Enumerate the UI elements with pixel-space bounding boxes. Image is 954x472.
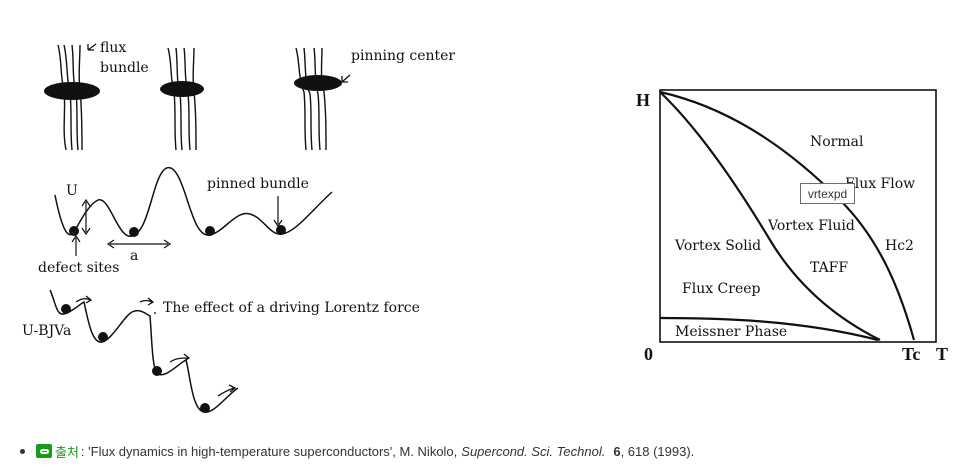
a-label: a: [130, 248, 138, 264]
citation-title: 'Flux dynamics in high-temperature super…: [88, 443, 458, 459]
pinned-bundle-label: pinned bundle: [207, 176, 309, 192]
normal-region-label: Normal: [810, 134, 864, 150]
tooltip: vrtexpd: [800, 183, 855, 204]
figure-canvas: flux bundle pinning center U pinned bund…: [22, 40, 948, 413]
bundle-label: bundle: [100, 60, 149, 76]
taff-region-label: TAFF: [810, 260, 848, 276]
flux-flow-region-label: Flux Flow: [845, 176, 915, 192]
pinning-center-label: pinning center: [351, 48, 455, 64]
pinned-balls: [69, 225, 286, 237]
tc-label: Tc: [902, 344, 920, 364]
t-axis-label: T: [936, 344, 948, 364]
separator: :: [80, 443, 89, 459]
flux-creep-region-label: Flux Creep: [682, 281, 761, 297]
u-label: U: [66, 183, 78, 199]
source-link[interactable]: 출처: [55, 444, 79, 460]
phase-boundaries: [659, 90, 916, 342]
origin-label: 0: [644, 344, 653, 364]
bullet: [20, 448, 25, 454]
vortex-solid-region-label: Vortex Solid: [674, 238, 761, 254]
pinning-discs: [44, 75, 342, 100]
flux-label: flux: [100, 40, 126, 56]
flux-bundles-group: [57, 44, 327, 151]
source-caption: 출처 : 'Flux dynamics in high-temperature …: [20, 441, 694, 461]
hc1-line: [659, 316, 879, 342]
driving-force-label: The effect of a driving Lorentz force: [163, 300, 420, 316]
hc2-line: [659, 90, 916, 341]
motion-arrows: [75, 295, 237, 397]
tilted-potential-curve: [49, 289, 239, 413]
melting-line: [659, 91, 881, 341]
link-icon[interactable]: [36, 444, 52, 458]
h-axis-label: H: [636, 90, 650, 110]
u-bjva-label: U-BJVa: [22, 323, 71, 339]
hc2-region-label: Hc2: [885, 238, 914, 254]
moving-balls: [61, 304, 210, 413]
citation-volume: 6: [613, 443, 621, 459]
meissner-region-label: Meissner Phase: [675, 324, 787, 340]
middle-arrows: [71, 196, 283, 256]
vortex-fluid-region-label: Vortex Fluid: [767, 218, 855, 234]
citation-journal: Supercond. Sci. Technol.: [461, 443, 606, 459]
citation-pages-year: , 618 (1993).: [620, 443, 695, 459]
label-arrows-top: [87, 43, 351, 83]
defect-sites-label: defect sites: [38, 260, 119, 276]
phase-diagram-frame: [659, 89, 937, 343]
